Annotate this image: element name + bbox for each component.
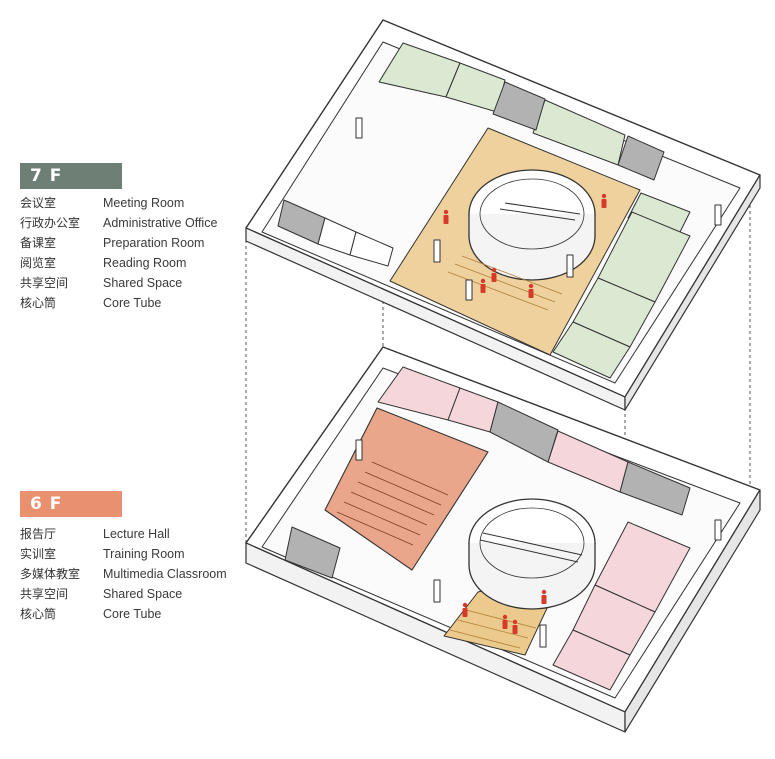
floor-7f-plan bbox=[245, 19, 761, 411]
floor-7f-badge: 7 F bbox=[20, 163, 122, 189]
legend-label-en: Lecture Hall bbox=[103, 527, 170, 541]
legend-item: 核心筒 Core Tube bbox=[20, 293, 217, 313]
legend-label-zh: 共享空间 bbox=[20, 587, 69, 601]
legend-item: 实训室 Training Room bbox=[20, 544, 227, 564]
people-6f bbox=[462, 589, 547, 634]
people-7f bbox=[443, 193, 607, 298]
legend-item: 阅览室 Reading Room bbox=[20, 253, 217, 273]
legend-item: 报告厅 Lecture Hall bbox=[20, 524, 227, 544]
legend-label-en: Training Room bbox=[103, 547, 185, 561]
legend-label-zh: 核心筒 bbox=[20, 607, 57, 621]
legend-label-zh: 多媒体教室 bbox=[20, 567, 81, 581]
meeting-rooms-7f bbox=[378, 42, 691, 237]
legend-label-en: Meeting Room bbox=[103, 196, 185, 210]
legend-item: 多媒体教室 Multimedia Classroom bbox=[20, 564, 227, 584]
lecture-hall-seating bbox=[336, 461, 449, 546]
legend-label-en: Shared Space bbox=[103, 587, 183, 601]
floor-6f-badge: 6 F bbox=[20, 491, 122, 517]
reading-rooms-7f bbox=[552, 211, 691, 379]
legend-label-zh: 核心筒 bbox=[20, 296, 57, 310]
legend-item: 共享空间 Shared Space bbox=[20, 273, 217, 293]
legend-label-zh: 备课室 bbox=[20, 236, 57, 250]
legend-item: 备课室 Preparation Room bbox=[20, 233, 217, 253]
legend-item: 共享空间 Shared Space bbox=[20, 584, 227, 604]
legend-label-en: Core Tube bbox=[103, 296, 162, 310]
legend-label-en: Multimedia Classroom bbox=[103, 567, 227, 581]
legend-label-en: Preparation Room bbox=[103, 236, 205, 250]
core-tube-6f bbox=[284, 401, 691, 579]
legend-label-zh: 报告厅 bbox=[20, 527, 57, 541]
atrium-6f bbox=[468, 498, 596, 610]
atrium-7f bbox=[468, 169, 596, 281]
floor-6f-plan bbox=[245, 346, 761, 733]
legend-label-en: Core Tube bbox=[103, 607, 162, 621]
legend-label-zh: 共享空间 bbox=[20, 276, 69, 290]
floor-7f-legend: 会议室 Meeting Room 行政办公室 Administrative Offi… bbox=[20, 193, 217, 313]
core-tube-7f bbox=[277, 81, 665, 245]
legend-label-zh: 阅览室 bbox=[20, 256, 57, 270]
legend-label-en: Shared Space bbox=[103, 276, 183, 290]
legend-label-en: Administrative Office bbox=[103, 216, 218, 230]
legend-item: 行政办公室 Administrative Office bbox=[20, 213, 217, 233]
legend-item: 会议室 Meeting Room bbox=[20, 193, 217, 213]
legend-label-zh: 行政办公室 bbox=[20, 216, 81, 230]
legend-label-en: Reading Room bbox=[103, 256, 187, 270]
lecture-hall-6f bbox=[324, 407, 489, 571]
legend-label-zh: 会议室 bbox=[20, 196, 57, 210]
training-rooms-6f bbox=[377, 366, 691, 691]
legend-item: 核心筒 Core Tube bbox=[20, 604, 227, 624]
floor-6f-legend: 报告厅 Lecture Hall 实训室 Training Room 多媒体教室 Mu… bbox=[20, 524, 227, 624]
legend-label-zh: 实训室 bbox=[20, 547, 57, 561]
